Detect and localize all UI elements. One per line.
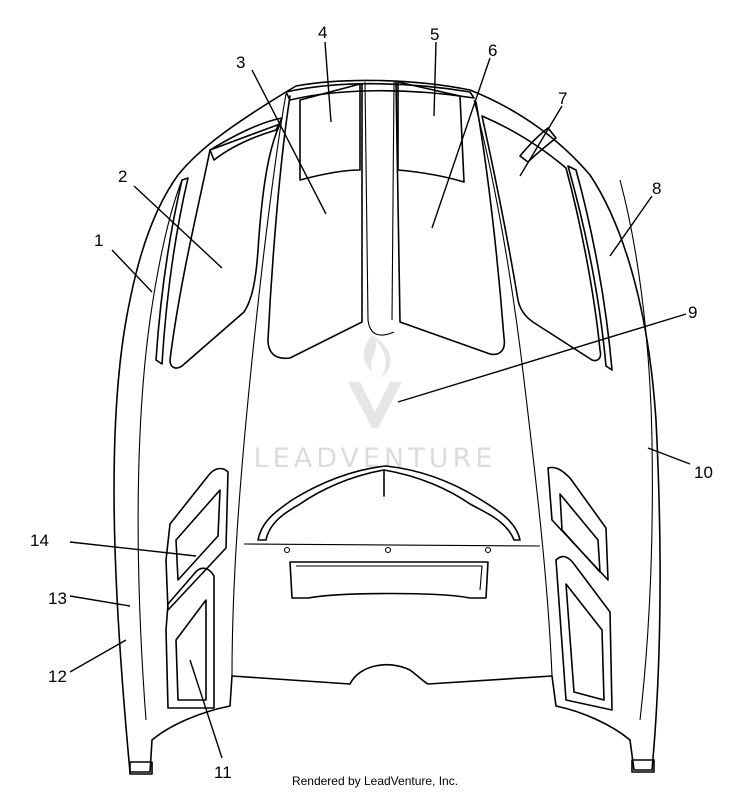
callout-4: 4 [318,23,327,42]
right-vent-lower [555,555,613,711]
leader-7 [519,105,563,177]
panel-5 [397,81,465,183]
leader-8 [609,195,653,257]
right-vent-upper [547,466,609,581]
leader-11 [189,659,223,759]
leader-14 [69,541,197,557]
leader-lines [69,41,691,759]
center-spine [364,81,395,336]
stripe-1 [155,177,189,365]
right-body-line [473,99,553,677]
leadventure-watermark-logo [348,335,402,428]
left-body-line [231,93,287,677]
panel-2-top [209,117,283,161]
left-vent-11-inner [175,599,207,701]
callout-7: 7 [558,89,567,108]
callout-3: 3 [236,53,245,72]
leader-1 [111,249,153,293]
leader-2 [133,185,223,269]
callout-6: 6 [488,41,497,60]
callout-1: 1 [94,231,103,250]
leader-6 [431,57,491,229]
callout-2: 2 [118,167,127,186]
panel-4 [299,83,361,181]
right-vent-lower-inner [565,583,605,701]
footer-credit: Rendered by LeadVenture, Inc. [291,774,459,788]
leader-9 [397,313,687,403]
right-vent-upper-inner [559,493,601,573]
callout-14: 14 [30,531,49,550]
callout-5: 5 [430,25,439,44]
leader-4 [324,41,332,123]
callout-13: 13 [48,589,67,608]
callout-8: 8 [652,179,661,198]
leader-13 [69,595,131,607]
callout-12: 12 [48,667,67,686]
panel-7-top [519,127,557,163]
panel-2 [169,123,281,369]
callout-11: 11 [214,763,232,782]
callout-labels: 1 2 3 4 5 6 7 8 9 10 11 12 13 14 [30,23,713,782]
left-vent-14-inner [175,489,221,581]
callout-9: 9 [688,303,697,322]
panel-7 [481,115,602,362]
left-vent-11 [165,567,215,709]
center-plate [243,465,541,599]
callout-10: 10 [694,463,713,482]
left-vent-14 [165,467,229,611]
leader-3 [251,69,327,215]
hood-outline [113,79,661,775]
panel-3 [267,83,363,360]
leader-5 [433,41,437,117]
panel-6 [395,81,506,356]
watermark-text: LEADVENTURE [254,443,497,474]
stripe-8 [567,165,613,371]
leader-12 [69,639,127,673]
leader-10 [647,447,691,465]
